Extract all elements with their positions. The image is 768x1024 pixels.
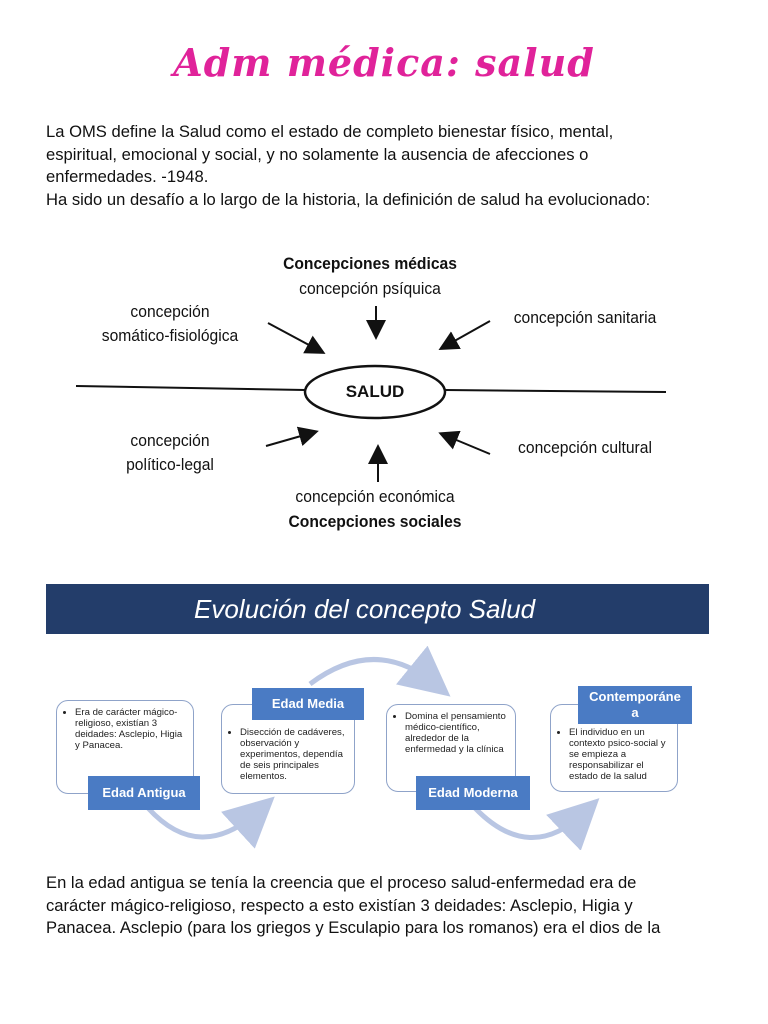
label-somatic-line2: somático-fisiológica [101,326,239,345]
era-label-contemporanea-line2: a [631,705,639,720]
label-social-conceptions: Concepciones sociales [288,512,462,531]
label-psychic: concepción psíquica [299,279,441,298]
outro-line: Panacea. Asclepio (para los griegos y Es… [46,918,661,938]
arc-media-moderna [308,645,451,697]
era-label-contemporanea: Contemporáne a [578,686,692,724]
arrow-right-top [438,320,491,350]
outro-line: En la edad antigua se tenía la creencia … [46,873,637,892]
diagram-lines [75,306,667,482]
arrow-left-top [267,322,326,354]
label-political: concepción político-legal [106,429,235,477]
label-sanitary: concepción sanitaria [513,308,657,327]
label-political-line1: concepción [130,431,210,450]
horizontal-axis-right [444,389,667,393]
era-label-contemporanea-line1: Contemporáne [589,689,681,704]
evolution-banner: Evolución del concepto Salud [46,584,709,634]
arc-moderna-contemporanea [473,798,600,850]
era-text-antigua: Era de carácter mágico-religioso, existí… [75,707,187,751]
era-text-moderna: Domina el pensamiento médico-científico,… [405,711,509,755]
arrow-right-bottom [438,430,491,455]
health-concepts-diagram: Concepciones médicas concepción psíquica… [60,240,680,540]
outro-paragraph: En la edad antigua se tenía la creencia … [46,872,726,940]
label-somatic: concepción somático-fisiológica [87,300,253,348]
horizontal-axis-left [75,385,306,391]
era-card-antigua: Era de carácter mágico-religioso, existí… [56,700,194,794]
intro-paragraph: La OMS define la Salud como el estado de… [46,121,726,211]
era-label-moderna: Edad Moderna [416,776,530,810]
salud-ellipse [303,364,447,420]
label-political-line2: político-legal [126,455,214,474]
intro-line: La OMS define la Salud como el estado de… [46,122,614,141]
era-text-media: Disección de cadáveres, observación y ex… [240,727,348,782]
label-somatic-line1: concepción [130,302,210,321]
timeline-arcs [146,645,600,850]
era-label-media: Edad Media [252,688,364,720]
page-title: Adm médica: salud [173,40,595,85]
era-text-contemporanea: El individuo en un contexto psico-social… [569,727,671,782]
intro-line: Ha sido un desafío a lo largo de la hist… [46,189,651,209]
label-salud: SALUD [345,382,405,401]
label-cultural: concepción cultural [518,438,652,457]
label-economic: concepción económica [295,487,455,506]
era-label-antigua: Edad Antigua [88,776,200,810]
intro-line: espiritual, emocional y social, y no sol… [46,144,589,164]
outro-line: carácter mágico-religioso, respecto a es… [46,895,633,915]
arc-antigua-media [146,796,275,849]
intro-line: enfermedades. -1948. [46,167,209,187]
arrow-left-bottom [265,426,319,447]
label-medical-conceptions: Concepciones médicas [283,254,457,273]
